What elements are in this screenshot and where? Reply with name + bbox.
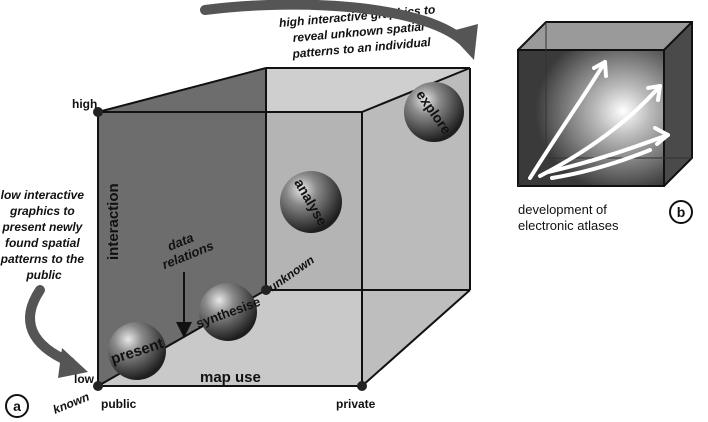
corner-high [93, 107, 103, 117]
left-annotation-line-2: graphics to [9, 204, 75, 218]
sphere-synthesise: synthesise [194, 283, 262, 341]
svg-text:b: b [677, 204, 686, 220]
svg-text:a: a [13, 398, 21, 414]
interaction-low-label: low [74, 372, 95, 386]
panel-b-caption: development of electronic atlases [518, 202, 619, 233]
sphere-present: present [108, 322, 166, 380]
left-annotation-line-6: public [25, 268, 62, 282]
map-use-private-label: private [336, 397, 376, 411]
small-cube [517, 21, 693, 187]
top-curved-arrow [200, 0, 467, 45]
left-annotation-line-3: present newly [1, 220, 83, 234]
left-annotation-line-5: patterns to the [0, 252, 84, 266]
left-annotation-line-1: low interactive [1, 188, 85, 202]
data-known-label: known [51, 390, 91, 417]
left-annotation: low interactive graphics to present newl… [0, 188, 88, 378]
map-use-public-label: public [101, 397, 137, 411]
left-annotation-line-4: found spatial [5, 236, 80, 250]
corner-low [93, 381, 103, 391]
interaction-axis-label: interaction [105, 183, 122, 260]
panel-label-b: b [669, 200, 693, 224]
development-arrows [528, 60, 670, 180]
sphere-analyse: analyse [280, 171, 342, 233]
corner-private [357, 381, 367, 391]
panel-b-caption-line-1: development of [518, 202, 607, 217]
svg-text:low interactive graphics: low interactive graphics to present newl… [0, 188, 87, 282]
interaction-high-label: high [72, 97, 97, 111]
left-curved-arrow [25, 285, 75, 367]
panel-b-caption-line-2: electronic atlases [518, 218, 619, 233]
cube-right-face [362, 68, 470, 386]
top-annotation: high interactive graphics to reveal unkn… [200, 0, 478, 61]
sphere-explore: explore [404, 82, 464, 142]
panel-label-a: a [5, 394, 29, 418]
map-use-axis-label: map use [200, 369, 261, 386]
corner-unknown [261, 285, 271, 295]
